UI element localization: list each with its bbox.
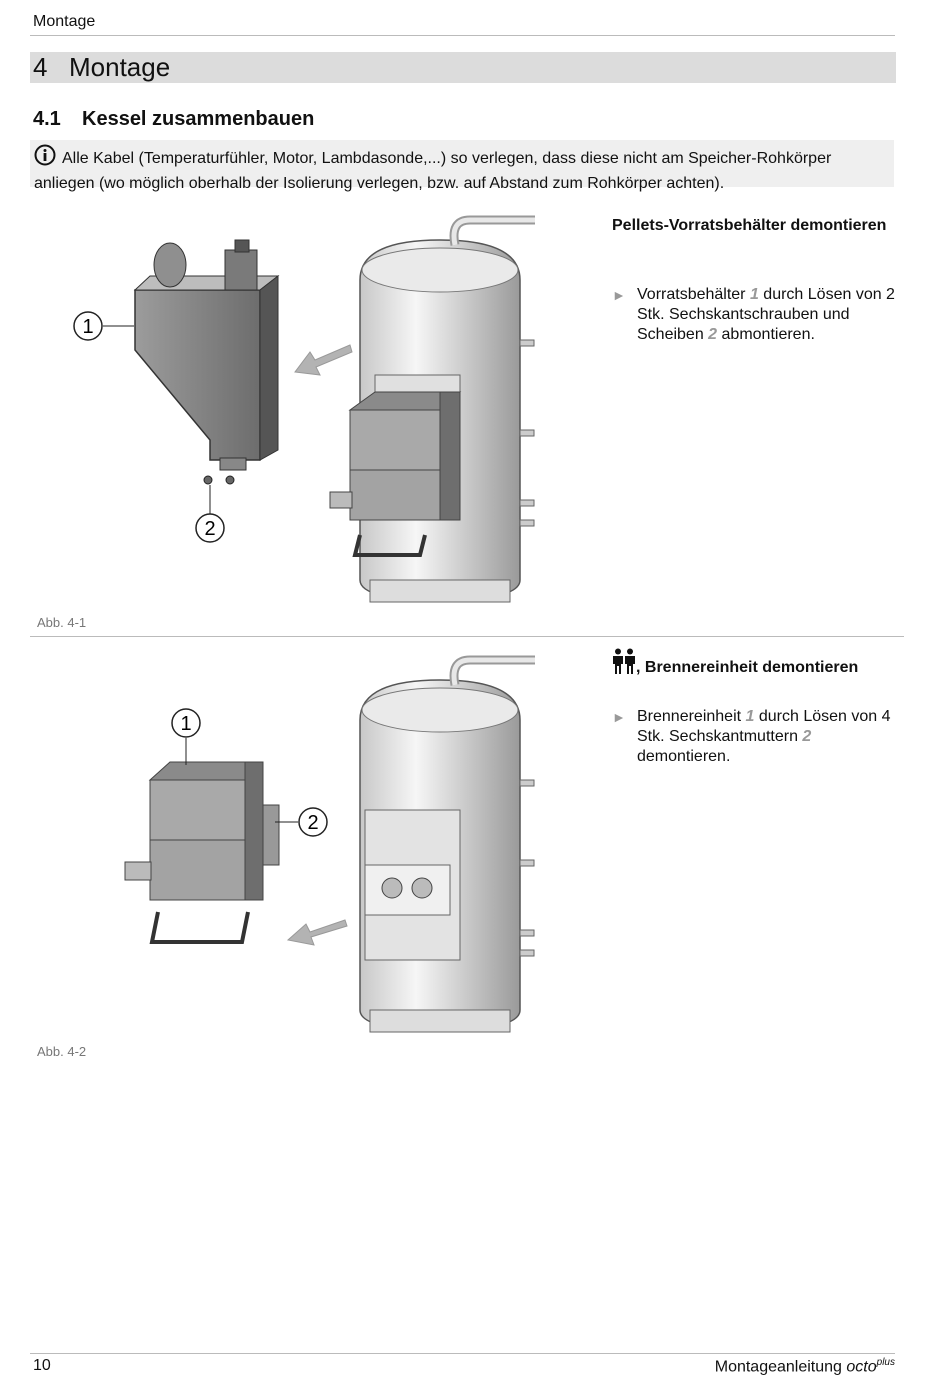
step-text: demontieren. bbox=[637, 748, 731, 765]
section-number: 4.1 bbox=[33, 108, 61, 130]
figure-1-step: ► Vorratsbehälter 1 durch Lösen von 2 St… bbox=[612, 285, 904, 345]
figure-1-caption: Abb. 4-1 bbox=[37, 615, 87, 630]
burner-unit bbox=[329, 391, 462, 557]
bullet-arrow-icon: ► bbox=[612, 287, 626, 303]
chapter-bar bbox=[30, 52, 896, 83]
section-title-text: Kessel zusammenbauen bbox=[82, 108, 315, 130]
figure-divider bbox=[30, 636, 904, 637]
footer-brand-sup: plus bbox=[876, 1357, 895, 1368]
step-text: durch Lösen von 4 Stk. Sechskantmuttern bbox=[637, 708, 891, 745]
bullet-arrow-icon: ► bbox=[612, 709, 626, 725]
footer-rule bbox=[30, 1353, 895, 1354]
chapter-title-text: Montage bbox=[69, 52, 171, 82]
step-text: Vorratsbehälter bbox=[637, 286, 750, 303]
figure-2-heading-text: , Brennereinheit demontieren bbox=[636, 659, 859, 676]
note-text: Alle Kabel (Temperaturfühler, Motor, Lam… bbox=[34, 150, 832, 192]
figure-2-heading: , Brennereinheit demontieren bbox=[612, 648, 912, 680]
page-number: 10 bbox=[33, 1357, 51, 1374]
step-text: abmontieren. bbox=[717, 326, 815, 343]
figure-1-callout-2: 2 bbox=[204, 518, 215, 540]
note: Alle Kabel (Temperaturfühler, Motor, Lam… bbox=[34, 144, 892, 195]
step-ref: 2 bbox=[708, 326, 718, 343]
pellet-hopper bbox=[133, 239, 280, 471]
figure-2-callout-2: 2 bbox=[307, 812, 318, 834]
chapter-number: 4 bbox=[33, 52, 48, 82]
footer-brand: octo bbox=[846, 1358, 877, 1376]
section-title: 4.1 Kessel zusammenbauen bbox=[33, 108, 314, 131]
info-icon bbox=[34, 144, 56, 173]
burner-unit bbox=[124, 761, 280, 944]
two-persons-icon bbox=[612, 648, 636, 680]
chapter-title: 4 Montage bbox=[33, 52, 170, 83]
step-text: Brennereinheit bbox=[637, 708, 746, 725]
header-rule bbox=[30, 35, 895, 36]
step-ref: 1 bbox=[749, 286, 759, 303]
figure-2-caption: Abb. 4-2 bbox=[37, 1044, 87, 1059]
step-text: durch Lösen von 2 Stk. Sechskantschraube… bbox=[637, 286, 895, 343]
figure-1-illustration: 1 2 bbox=[73, 215, 535, 603]
footer-doc-title: Montageanleitung octoplus bbox=[715, 1357, 895, 1376]
figure-2-illustration: 1 2 bbox=[124, 655, 535, 1033]
figure-1-callout-1: 1 bbox=[82, 316, 93, 338]
figure-2-step: ► Brennereinheit 1 durch Lösen von 4 Stk… bbox=[612, 707, 904, 767]
footer-title-text: Montageanleitung bbox=[714, 1358, 847, 1376]
step-ref: 1 bbox=[745, 708, 755, 725]
figure-1-heading: Pellets-Vorratsbehälter demontieren bbox=[612, 217, 887, 234]
figure-2-callout-1: 1 bbox=[180, 713, 191, 735]
note-box bbox=[30, 140, 894, 187]
running-header: Montage bbox=[33, 13, 96, 30]
step-ref: 2 bbox=[802, 728, 812, 745]
